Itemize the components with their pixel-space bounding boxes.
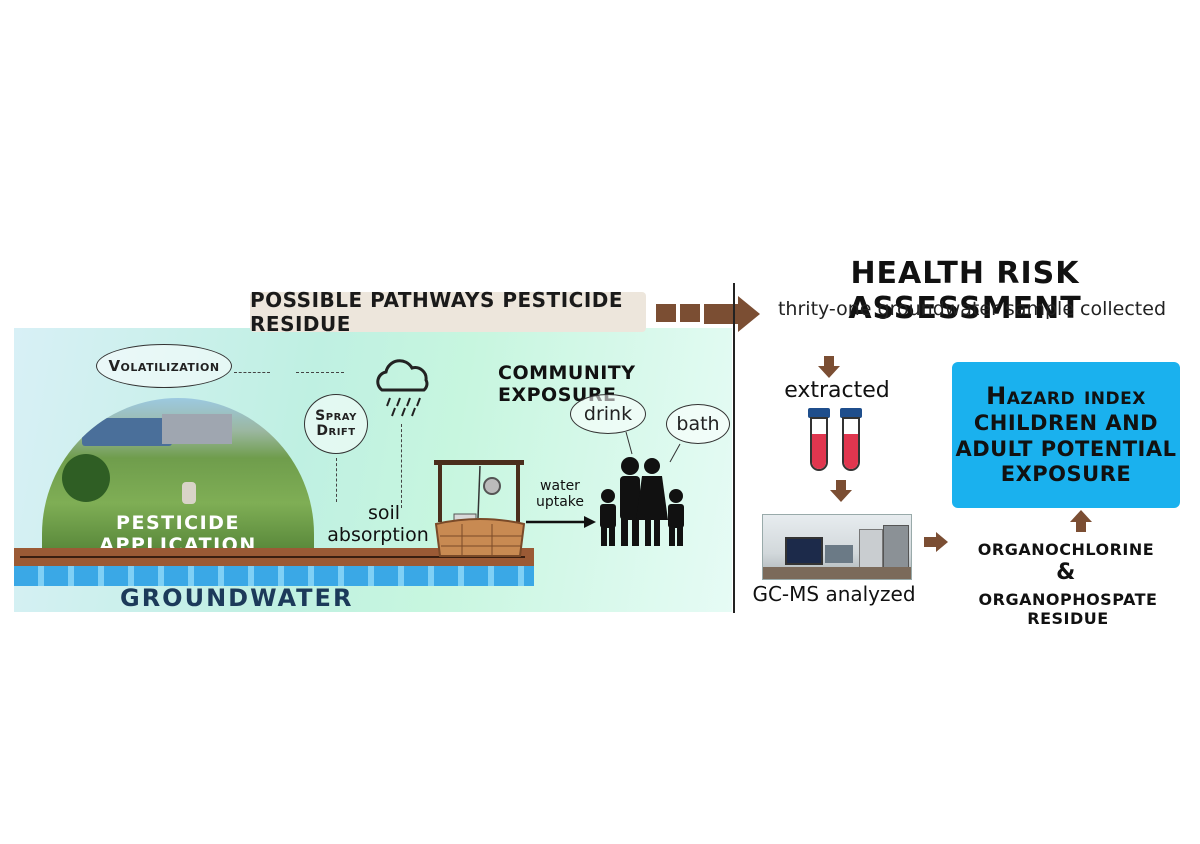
- section-divider: [733, 283, 735, 613]
- family-icon: [600, 432, 684, 546]
- root-line: [20, 556, 525, 558]
- health-risk-title: HEALTH RISK ASSESSMENT: [848, 256, 1082, 326]
- residue-amp: &: [1056, 560, 1076, 585]
- hazard-line-1: Hazard index: [986, 381, 1146, 410]
- dotted-arrow-1: [234, 372, 270, 373]
- extracted-label: extracted: [784, 378, 890, 403]
- rain-dotted-line: [401, 424, 402, 508]
- drink-label: drink: [583, 403, 633, 425]
- test-tubes-icon: [808, 408, 862, 471]
- bath-bubble: bath: [666, 404, 730, 444]
- pathways-banner: POSSIBLE PATHWAYS PESTICIDE RESIDUE: [250, 288, 646, 336]
- bath-label: bath: [676, 413, 720, 435]
- arrow-square-2: [680, 304, 700, 322]
- residue-label-1: ORGANOCHLORINE: [977, 540, 1155, 559]
- groundwater-label: GROUNDWATER: [120, 584, 354, 612]
- spray-drift-label-2: Drift: [316, 423, 356, 439]
- volatilization-oval: Volatilization: [96, 344, 232, 388]
- well-icon: [434, 460, 526, 557]
- soil-label-1: soil: [367, 502, 401, 524]
- arrow-down-icon-1: [818, 356, 840, 378]
- water-uptake-label-1: water: [540, 478, 580, 494]
- gc-ms-label: GC-MS analyzed: [752, 582, 916, 606]
- arrow-right-icon: [704, 296, 760, 332]
- arrow-up-icon: [1070, 510, 1092, 532]
- spray-drift-oval: Spray Drift: [304, 394, 368, 454]
- spray-dotted-line: [336, 458, 337, 502]
- volatilization-label: Volatilization: [108, 357, 220, 375]
- spray-drift-label-1: Spray: [315, 407, 357, 424]
- hazard-line-3: ADULT POTENTIAL: [955, 436, 1177, 461]
- dotted-arrow-2: [296, 372, 344, 373]
- residue-label-2: ORGANOPHOSPATE RESIDUE: [978, 590, 1158, 628]
- water-uptake-label-2: uptake: [535, 494, 585, 510]
- hazard-line-4: EXPOSURE: [1000, 462, 1132, 487]
- soil-label-2: absorption: [327, 524, 429, 546]
- hazard-line-2: CHILDREN AND: [973, 411, 1159, 436]
- drink-bubble: drink: [570, 394, 646, 434]
- arrow-right-small-icon: [924, 532, 948, 552]
- arrow-down-icon-2: [830, 480, 852, 502]
- samples-subtitle: thrity-one groundwater sample collected: [777, 298, 1167, 320]
- hazard-index-box: Hazard index CHILDREN AND ADULT POTENTIA…: [952, 362, 1180, 508]
- groundwater-layer: [14, 566, 534, 586]
- arrow-square-1: [656, 304, 676, 322]
- rain-cloud-icon: [376, 359, 429, 417]
- gc-ms-lab-photo: [762, 514, 912, 580]
- uptake-arrow-icon: [526, 516, 596, 528]
